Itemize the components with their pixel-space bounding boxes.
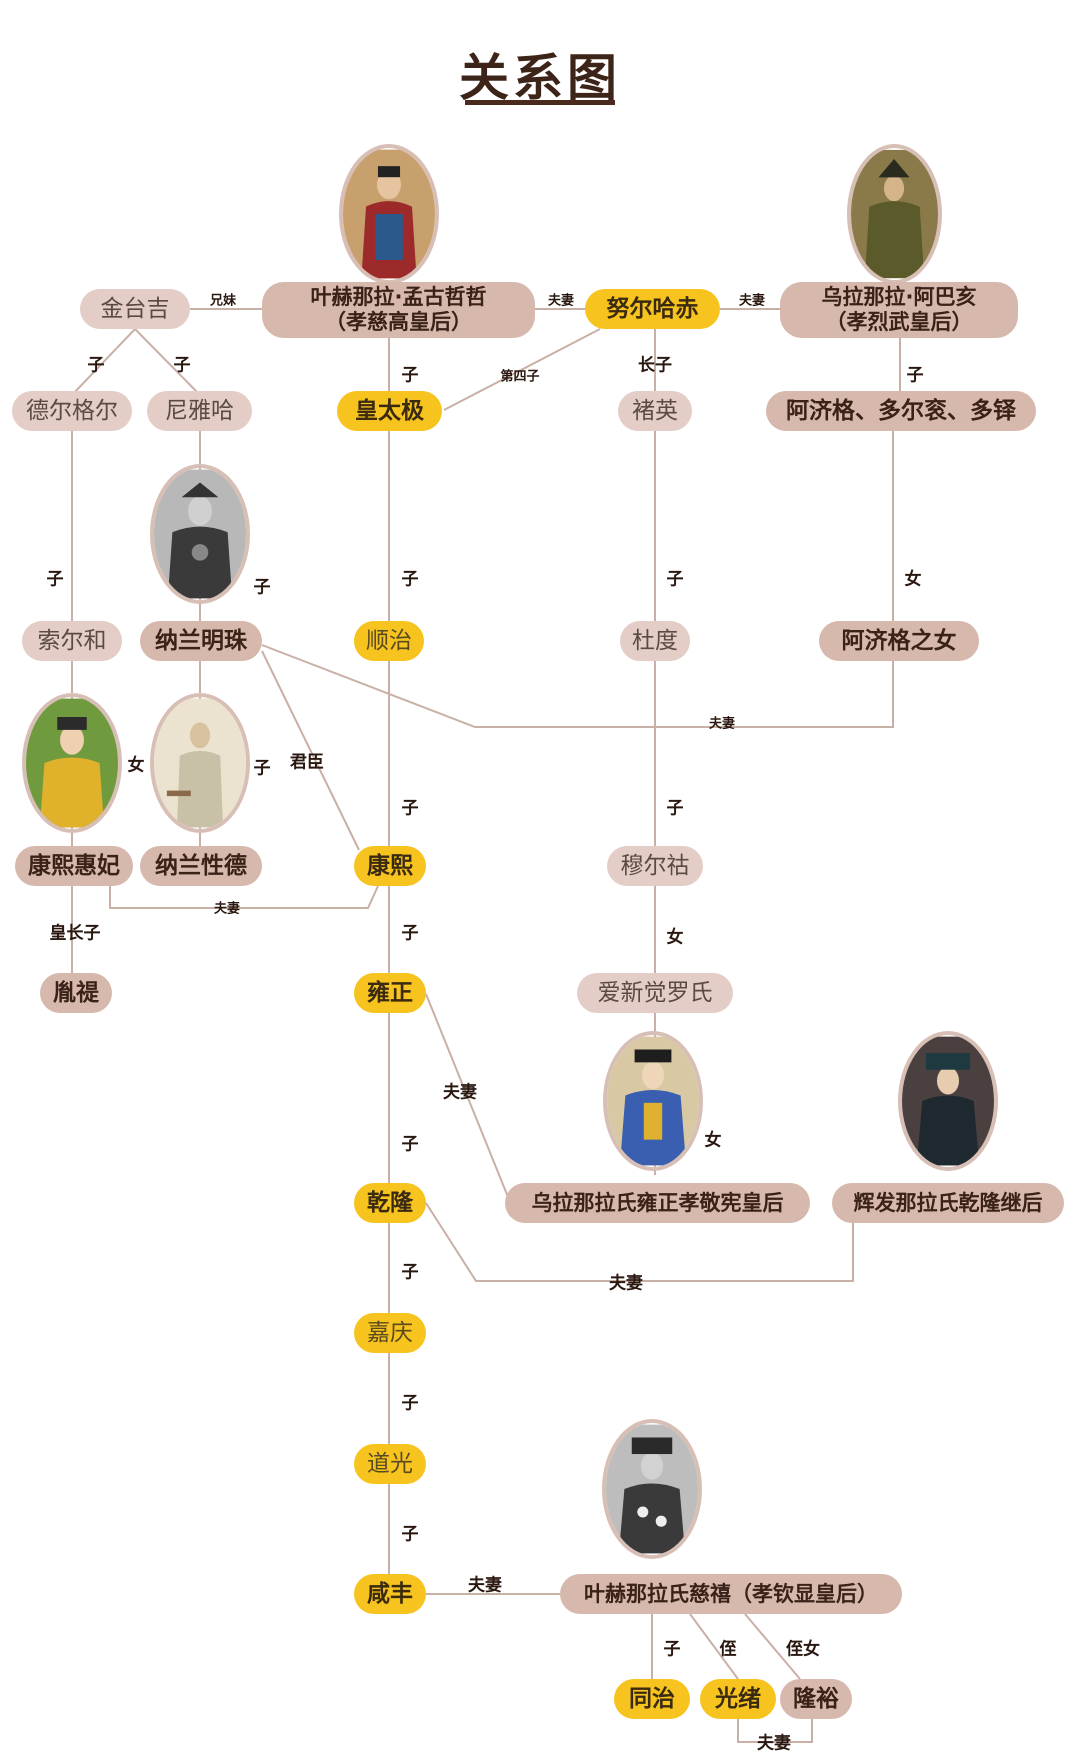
mingzhu-portrait [150, 464, 250, 604]
label-son: 子 [401, 798, 419, 819]
person-longyu: 隆裕 [780, 1679, 852, 1719]
abahai-portrait [847, 144, 942, 284]
label-minister: 君臣 [290, 752, 324, 773]
person-portrait-icon [606, 1424, 698, 1554]
label-son: 子 [401, 365, 419, 386]
cixi-portrait [602, 1419, 702, 1559]
person-kangxi: 康熙 [354, 846, 426, 886]
label-fourth-son: 第四子 [500, 369, 540, 385]
person-deergeer: 德尔格尔 [12, 391, 132, 431]
label-son: 子 [401, 1393, 419, 1414]
person-ajige-daughter: 阿济格之女 [819, 621, 979, 661]
person-huifei: 康熙惠妃 [15, 846, 133, 886]
label-daughter: 女 [904, 569, 922, 590]
label-spouse: 夫妻 [213, 901, 241, 917]
label-spouse: 夫妻 [757, 1733, 791, 1754]
label-son: 子 [87, 355, 105, 376]
person-sons-abahai: 阿济格、多尔衮、多铎 [766, 391, 1036, 431]
person-menggu: 叶赫那拉·孟古哲哲 （孝慈高皇后） [262, 282, 535, 338]
person-qianlong: 乾隆 [354, 1183, 426, 1223]
person-huangtaiji: 皇太极 [337, 391, 442, 431]
label-son: 子 [401, 1524, 419, 1545]
label-spouse: 夫妻 [443, 1082, 477, 1103]
person-abahai: 乌拉那拉·阿巴亥 （孝烈武皇后） [780, 282, 1018, 338]
xiaojingxian-portrait [603, 1031, 703, 1171]
label-son: 子 [46, 569, 64, 590]
label-son: 子 [401, 1134, 419, 1155]
person-tongzhi: 同治 [614, 1679, 690, 1719]
person-mingzhu: 纳兰明珠 [140, 621, 262, 661]
label-daughter: 女 [127, 755, 145, 776]
label-son: 子 [253, 577, 271, 598]
person-guangxu: 光绪 [700, 1679, 776, 1719]
label-spouse: 夫妻 [468, 1575, 502, 1596]
person-menggu-title: （孝慈高皇后） [325, 310, 472, 334]
label-eldest-son: 长子 [638, 355, 672, 376]
diagram-title: 关系图 [459, 49, 621, 107]
label-eldest-prince: 皇长子 [49, 923, 101, 944]
person-xianfeng: 咸丰 [354, 1574, 426, 1614]
person-suoerhe: 索尔和 [22, 621, 122, 661]
person-nurhaci: 努尔哈赤 [585, 289, 720, 329]
person-abahai-title: （孝烈武皇后） [825, 310, 973, 334]
label-daughter: 女 [704, 1130, 722, 1151]
person-muerhu: 穆尔祜 [607, 846, 703, 886]
label-spouse: 夫妻 [547, 293, 575, 309]
label-siblings: 兄妹 [209, 293, 237, 309]
person-xingde: 纳兰性德 [140, 846, 262, 886]
huifei-portrait [22, 693, 122, 833]
person-jihou: 辉发那拉氏乾隆继后 [832, 1183, 1064, 1223]
person-aisin: 爱新觉罗氏 [577, 973, 733, 1013]
label-son: 子 [401, 569, 419, 590]
menggu-portrait [339, 144, 439, 284]
label-son: 子 [666, 798, 684, 819]
label-son: 子 [663, 1639, 681, 1660]
person-portrait-icon [154, 469, 246, 599]
jihou-portrait [898, 1031, 998, 1171]
label-spouse: 夫妻 [609, 1273, 643, 1294]
label-son: 子 [173, 355, 191, 376]
person-dudu: 杜度 [620, 621, 690, 661]
label-son: 子 [401, 923, 419, 944]
person-portrait-icon [343, 149, 435, 279]
person-menggu-name: 叶赫那拉·孟古哲哲 [310, 285, 487, 309]
label-niece: 侄女 [786, 1639, 820, 1660]
person-portrait-icon [26, 698, 118, 828]
person-abahai-name: 乌拉那拉·阿巴亥 [821, 285, 977, 309]
person-xiaojingxian: 乌拉那拉氏雍正孝敬宪皇后 [505, 1183, 810, 1223]
label-nephew: 侄 [719, 1639, 737, 1660]
person-shunzhi: 顺治 [354, 621, 424, 661]
person-portrait-icon [607, 1036, 699, 1166]
title-underline [465, 100, 615, 105]
label-daughter: 女 [666, 927, 684, 948]
person-cixi: 叶赫那拉氏慈禧（孝钦显皇后） [560, 1574, 902, 1614]
person-jintaiji: 金台吉 [80, 289, 190, 329]
label-spouse: 夫妻 [708, 716, 736, 732]
person-niyaha: 尼雅哈 [147, 391, 252, 431]
label-son: 子 [401, 1262, 419, 1283]
person-portrait-icon [154, 698, 246, 828]
person-portrait-icon [851, 149, 938, 279]
label-son: 子 [666, 569, 684, 590]
person-yongzheng: 雍正 [354, 973, 426, 1013]
person-jiaqing: 嘉庆 [354, 1313, 426, 1353]
person-portrait-icon [902, 1036, 994, 1166]
label-son: 子 [253, 758, 271, 779]
label-son: 子 [906, 365, 924, 386]
label-spouse: 夫妻 [738, 293, 766, 309]
person-yinti: 胤禔 [40, 973, 112, 1013]
xingde-portrait [150, 693, 250, 833]
person-daoguang: 道光 [354, 1444, 426, 1484]
person-chuying: 褚英 [618, 391, 692, 431]
